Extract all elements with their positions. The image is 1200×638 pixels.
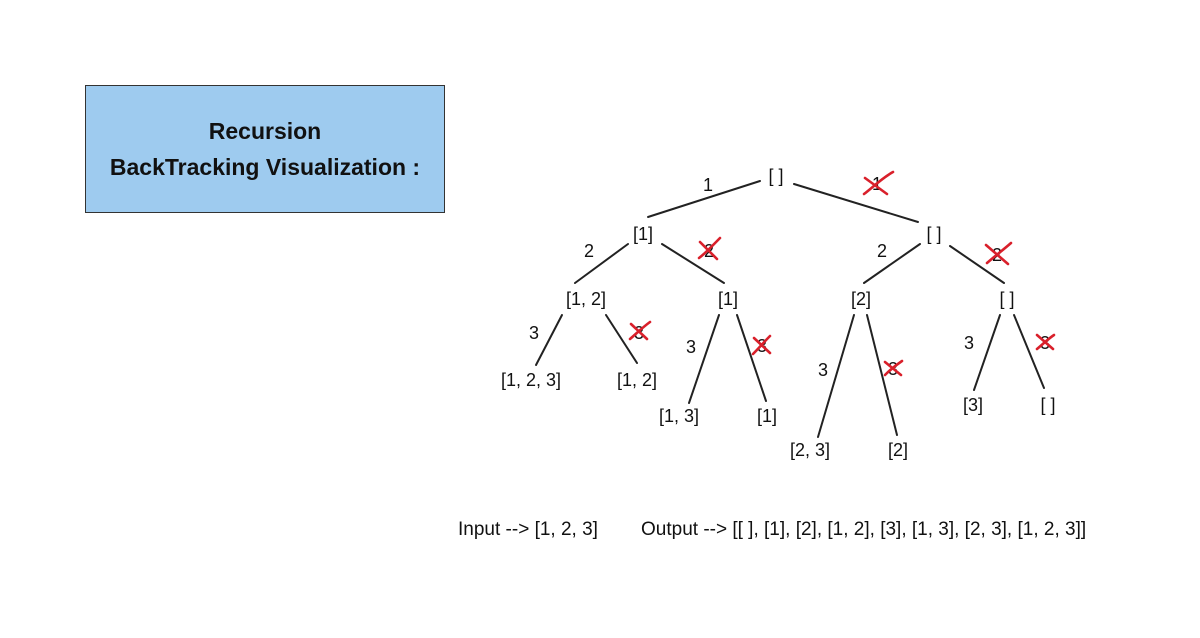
- node-n123: [1, 2, 3]: [501, 370, 561, 390]
- edge-label-n2-include: 3: [818, 360, 828, 380]
- edge-label-root-include: 1: [703, 175, 713, 195]
- cross-mark-root: [862, 170, 895, 196]
- title-line-1: Recursion: [208, 118, 322, 144]
- cross-mark-n12: [628, 320, 652, 341]
- cross-mark-n2: [883, 359, 904, 377]
- input-text: Input --> [1, 2, 3]: [458, 519, 598, 540]
- title-box: Recursion BackTracking Visualization :: [85, 85, 445, 213]
- edge-empty1-to-n2: [863, 243, 921, 284]
- edge-n1b-to-n13: [688, 314, 720, 404]
- node-empty-2: [ ]: [999, 289, 1014, 309]
- node-n1: [1]: [633, 224, 653, 244]
- cross-mark-empty1: [984, 241, 1013, 266]
- node-root: [ ]: [768, 166, 783, 186]
- edge-label-empty2-include: 3: [964, 333, 974, 353]
- edge-n12-to-n123: [535, 314, 563, 366]
- node-n2b: [2]: [888, 440, 908, 460]
- tree-edges: [535, 180, 1045, 438]
- edge-n2-to-n2b: [866, 314, 898, 436]
- edge-label-n1-include: 2: [584, 241, 594, 261]
- edge-root-to-empty1: [793, 183, 919, 223]
- title-line-2: BackTracking Visualization :: [109, 154, 421, 180]
- edge-label-n1b-include: 3: [686, 337, 696, 357]
- node-n1b: [1]: [718, 289, 738, 309]
- edge-empty1-to-empty2: [949, 245, 1005, 284]
- node-empty-3: [ ]: [1040, 395, 1055, 415]
- edge-n1b-to-n1c: [736, 314, 767, 402]
- node-n3: [3]: [963, 395, 983, 415]
- edge-root-to-n1: [647, 180, 761, 218]
- node-n12b: [1, 2]: [617, 370, 657, 390]
- node-empty-1: [ ]: [926, 224, 941, 244]
- tree-nodes: [ ] [1] [ ] [1, 2] [1] [2] [ ] [1, 2, 3]…: [501, 166, 1056, 460]
- cross-mark-n1: [697, 236, 722, 261]
- cross-mark-n1b: [751, 334, 772, 356]
- edge-labels: 1 1 2 2 2 2 3 3 3 3 3 3 3 3: [529, 174, 1050, 380]
- node-n1c: [1]: [757, 406, 777, 426]
- node-n23: [2, 3]: [790, 440, 830, 460]
- edge-empty2-to-n3: [973, 314, 1001, 391]
- edge-n2-to-n23: [817, 314, 855, 438]
- node-n2: [2]: [851, 289, 871, 309]
- output-text: Output --> [[ ], [1], [2], [1, 2], [3], …: [641, 519, 1087, 540]
- cross-marks: [628, 170, 1056, 377]
- node-n13: [1, 3]: [659, 406, 699, 426]
- edge-n12-to-n12b: [605, 314, 638, 364]
- edge-n1-to-n12: [574, 243, 629, 284]
- edge-n1-to-n1b: [661, 243, 725, 284]
- cross-mark-empty2: [1035, 333, 1056, 351]
- edge-empty2-to-empty3: [1013, 314, 1045, 389]
- edge-label-n12-include: 3: [529, 323, 539, 343]
- node-n12: [1, 2]: [566, 289, 606, 309]
- edge-label-empty1-include: 2: [877, 241, 887, 261]
